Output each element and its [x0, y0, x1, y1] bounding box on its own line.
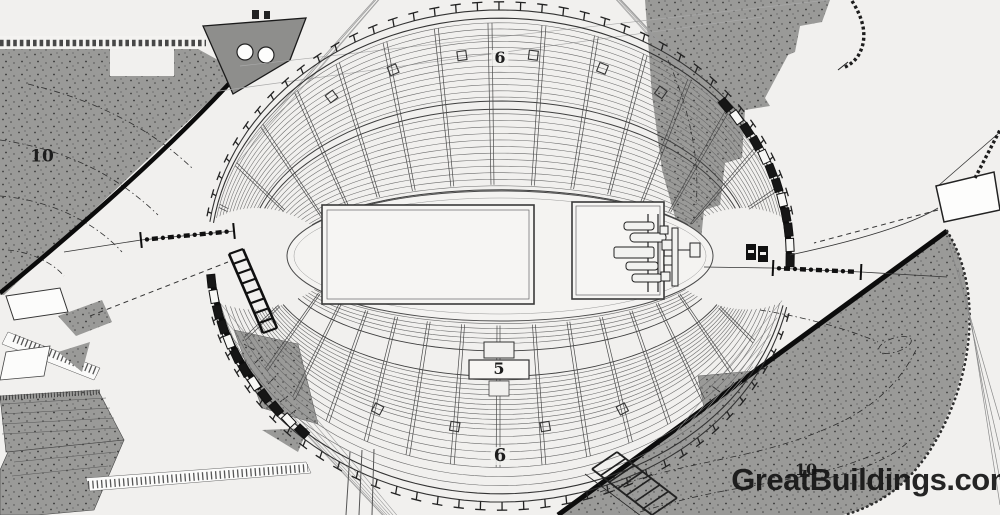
roof-edge-west — [0, 72, 240, 295]
anchor-wall-blocks — [206, 96, 795, 440]
cable-fitting-east — [746, 244, 768, 262]
label-lower-tier: 5 — [493, 359, 505, 378]
ramp-west — [5, 287, 69, 321]
cable-fan-outer — [947, 239, 1000, 506]
label-contour-lower-right: 10 — [794, 460, 818, 479]
terrain-lower-left — [0, 287, 319, 515]
roof-geometry-lines — [211, 0, 829, 93]
terrain-fill — [560, 231, 969, 515]
service-building — [202, 17, 307, 95]
corridor-south — [345, 448, 375, 515]
stair-southeast — [584, 451, 678, 515]
watermark: GreatBuildings.com — [731, 462, 1000, 497]
stair-west — [227, 247, 279, 335]
beaded-edge — [843, 229, 971, 515]
label-upper-gallery: 6 — [491, 50, 509, 66]
anchor-chain-north — [842, 0, 866, 70]
label-lower-gallery: 6 — [490, 447, 510, 465]
main-pool — [321, 204, 535, 305]
roof-opening — [236, 43, 254, 61]
contour-lines — [599, 309, 917, 513]
label-contour-upper-left: 10 — [30, 146, 54, 167]
survey-lines — [63, 131, 1000, 317]
diving-platform — [613, 214, 701, 292]
anchor-block-east — [935, 129, 1000, 223]
roof-opening — [257, 46, 275, 64]
cable-anchor-chains — [139, 222, 863, 281]
terrain-lower-right — [556, 228, 1000, 515]
tier-box-5 — [468, 341, 530, 397]
terrain-upper-left — [0, 10, 307, 295]
